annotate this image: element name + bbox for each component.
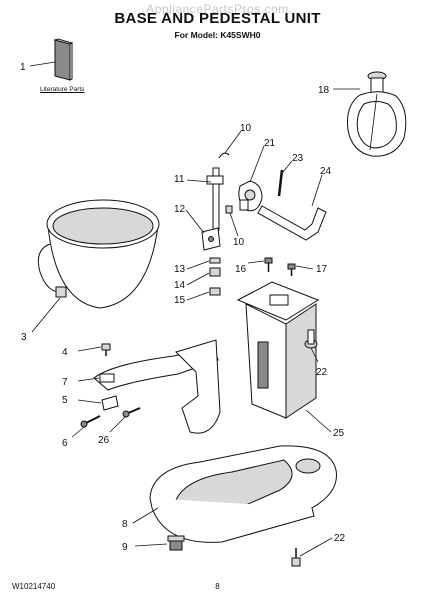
literature-parts-label: Literature Parts: [40, 86, 85, 93]
pedestal-column-part: [236, 281, 320, 419]
callout-24: 24: [320, 166, 332, 177]
screw-26-part: [122, 407, 141, 418]
callout-4: 4: [62, 347, 68, 358]
callout-3: 3: [21, 332, 27, 343]
literature-booklet-part: [53, 38, 74, 81]
callout-8: 8: [122, 519, 128, 530]
foot-part: [167, 535, 185, 551]
nut-part: [209, 287, 221, 296]
callout-5: 5: [62, 395, 68, 406]
base-part: [149, 445, 337, 543]
callout-10-top: 10: [240, 123, 252, 134]
callout-15: 15: [174, 295, 186, 306]
spacer-part: [209, 267, 221, 277]
washer-part: [209, 257, 221, 264]
document-number: W10214740: [12, 582, 56, 591]
callout-18: 18: [318, 85, 330, 96]
hinge-pin-assembly: [201, 152, 233, 251]
screw-4-part: [101, 343, 111, 356]
page-number: 8: [215, 582, 220, 591]
spring-pin-part: [277, 169, 284, 197]
callout-14: 14: [174, 280, 186, 291]
flat-beater-part: [347, 71, 407, 157]
callout-23: 23: [292, 153, 304, 164]
callout-labels: 1 18 10 21 23 24 11 12 10 13 14 15 16 17…: [20, 62, 346, 553]
callout-7: 7: [62, 377, 68, 388]
lever-housing-part: [238, 180, 263, 212]
callout-21: 21: [264, 138, 276, 149]
screw-16-part: [264, 257, 273, 272]
diagram-title: BASE AND PEDESTAL UNIT: [114, 10, 321, 27]
model-subtitle: For Model: K45SWH0: [174, 30, 261, 40]
callout-25: 25: [333, 428, 345, 439]
callout-11: 11: [174, 174, 185, 185]
callout-9: 9: [122, 542, 128, 553]
screw-6-part: [80, 415, 101, 428]
leader-lines: [29, 61, 360, 557]
bowl-clamp-plate-part: [93, 339, 221, 434]
callout-16: 16: [235, 264, 247, 275]
callout-1: 1: [20, 62, 26, 73]
screw-17-part: [287, 263, 296, 276]
callout-22-lower: 22: [334, 533, 346, 544]
watermark: AppliancePartsPros.com: [146, 2, 289, 16]
mixing-bowl-part: [37, 199, 160, 309]
callout-26: 26: [98, 435, 110, 446]
callout-12: 12: [174, 204, 186, 215]
callout-13: 13: [174, 264, 186, 275]
callout-10-lower: 10: [233, 237, 245, 248]
callout-17: 17: [316, 264, 328, 275]
callout-22-upper: 22: [316, 367, 328, 378]
screw-22-lower-part: [291, 548, 301, 567]
callout-6: 6: [62, 438, 68, 449]
screw-22-upper-part: [304, 329, 318, 349]
locking-lever-part: [257, 205, 327, 241]
bracket-5-part: [101, 395, 119, 411]
